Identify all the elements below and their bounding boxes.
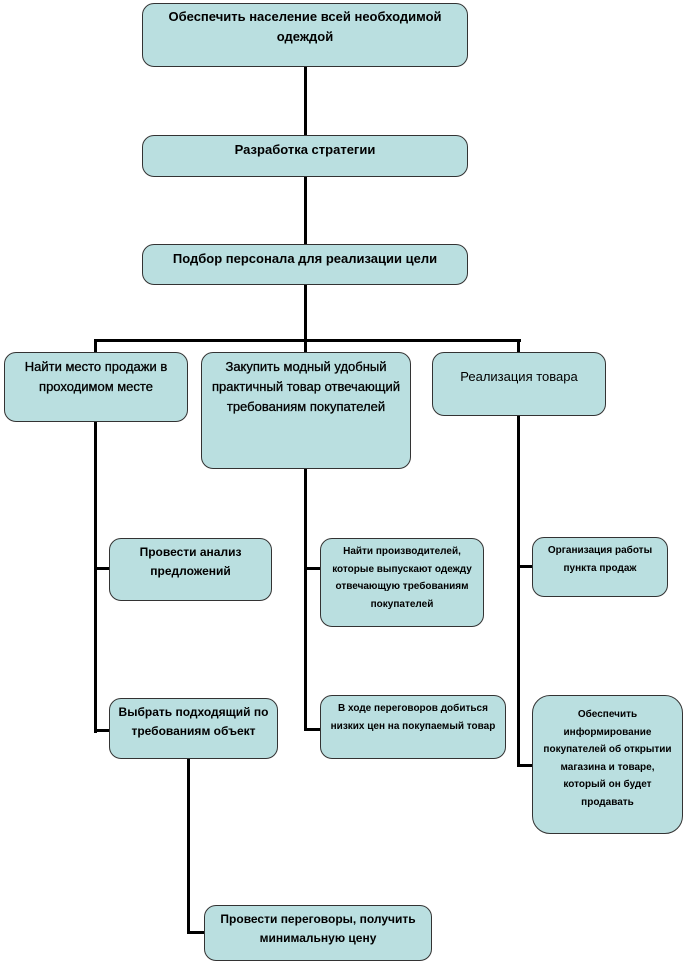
node-place: Найти место продажи в проходимом месте — [4, 352, 188, 422]
connector — [517, 565, 533, 568]
node-inform: Обеспечить информирование покупателей об… — [532, 695, 683, 834]
connector — [304, 66, 307, 341]
node-organize: Организация работы пункта продаж — [532, 537, 668, 597]
connector — [304, 728, 321, 731]
node-analysis: Провести анализ предложений — [109, 538, 272, 601]
connector — [187, 931, 205, 934]
connector — [304, 567, 321, 570]
connector — [94, 729, 110, 732]
node-choose: Выбрать подходящий по требованиям объект — [109, 698, 278, 759]
connector — [94, 567, 110, 570]
node-producers: Найти производителей, которые выпускают … — [320, 538, 484, 627]
connector — [517, 764, 533, 767]
connector — [187, 758, 190, 934]
connector — [94, 339, 97, 733]
node-lowprice: В ходе переговоров добиться низких цен н… — [320, 695, 506, 759]
node-negotiate: Провести переговоры, получить минимальну… — [204, 905, 432, 961]
node-sale: Реализация товара — [432, 352, 606, 416]
node-buy: Закупить модный удобный практичный товар… — [201, 352, 411, 469]
node-goal: Обеспечить население всей необходимой од… — [142, 3, 468, 67]
connector — [94, 339, 521, 342]
node-strategy: Разработка стратегии — [142, 135, 468, 177]
connector — [517, 339, 520, 767]
node-staff: Подбор персонала для реализации цели — [142, 244, 468, 285]
connector — [304, 339, 307, 731]
